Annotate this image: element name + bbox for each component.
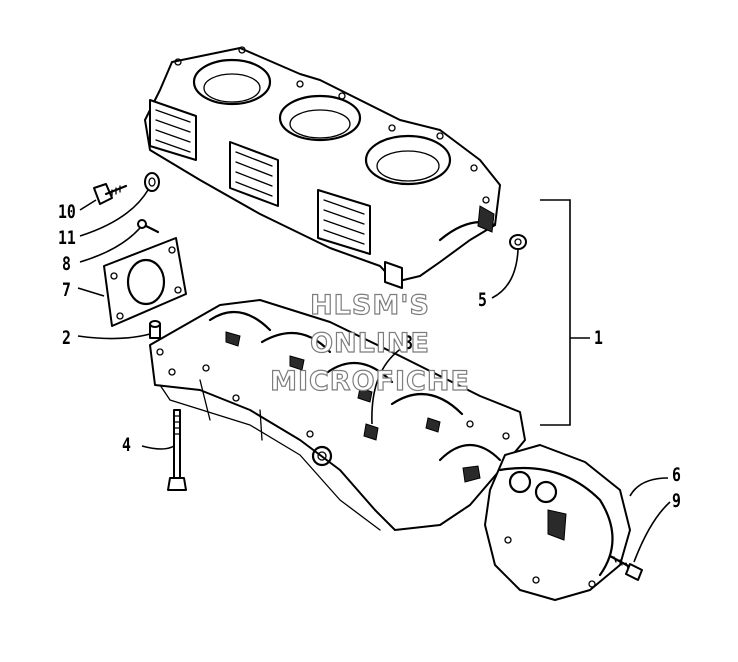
part-4-stud [167,409,187,491]
leader-lines [77,189,671,563]
watermark-line-1: HLSM'S [309,289,430,321]
callout-1: 1 [594,327,603,349]
callout-10: 10 [58,201,76,223]
part-11-washer [144,172,160,192]
part-8-screw [137,219,160,234]
callout-4: 4 [122,434,131,456]
callout-11: 11 [58,227,76,249]
upper-crankcase [144,46,501,289]
watermark-line-2: ONLINE [309,327,430,359]
lower-crankcase [149,299,526,531]
callout-7: 7 [62,279,71,301]
callout-3: 3 [404,332,413,354]
part-9-bolt [608,554,643,581]
watermark-line-3: MICROFICHE [269,365,470,397]
callout-2: 2 [62,327,71,349]
callout-6: 6 [672,464,681,486]
part-10-bolt [93,183,128,205]
callout-9: 9 [672,490,681,512]
part-7-plate [103,237,187,327]
part-2-dowel [149,320,161,339]
part-5-nut [509,234,527,250]
callout-5: 5 [478,289,487,311]
flywheel-housing [484,444,631,601]
callout-8: 8 [62,253,71,275]
